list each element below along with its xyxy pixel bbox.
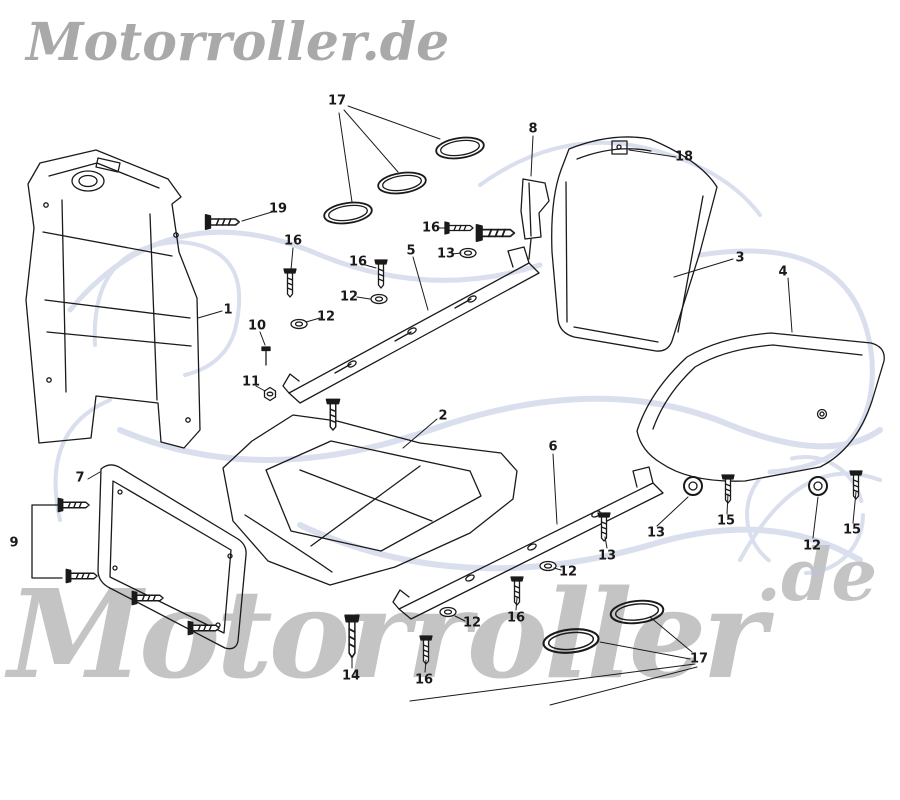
part-9-screw-group-bracket: [31, 504, 63, 579]
bolt-icon: [475, 224, 516, 242]
bolt-14-icon: [344, 614, 360, 659]
screw-9-icon: [57, 497, 90, 513]
washer-12-icon: [808, 476, 828, 496]
screw-16-icon: [444, 221, 474, 235]
part-8-bracket: [520, 178, 550, 260]
part-1-front-inner-panel: [25, 149, 201, 449]
washer-13-icon: [459, 247, 477, 259]
part-18-clip: [611, 140, 628, 155]
watermark-top-left: Motorroller.de: [26, 12, 450, 73]
part-2-floor-panel: [222, 414, 518, 586]
screw-19-icon: [204, 214, 240, 230]
washer-13-icon: [683, 476, 703, 496]
leader-lines: [87, 105, 857, 706]
part-17-rings-bottom: [541, 597, 666, 657]
screw-9-icon: [65, 568, 98, 584]
part-5-floor-rail-left: [282, 246, 540, 404]
washer-12-icon: [539, 560, 557, 572]
part-4-side-cover: [636, 332, 885, 482]
washer-12-icon: [290, 318, 308, 330]
watermark-bottom-de: .de: [756, 532, 878, 617]
stud-10-icon: [261, 346, 271, 366]
part-3-center-panel: [551, 136, 718, 352]
washer-12-icon: [370, 293, 388, 305]
screw-13-icon: [597, 512, 611, 542]
lid-screw-icon: [131, 590, 164, 606]
part-17-rings-top: [321, 133, 487, 228]
screw-16-icon: [283, 268, 297, 298]
part-7-access-lid: [97, 464, 247, 650]
scooter-sketch-watermark: [53, 140, 883, 575]
nut-11-icon: [263, 386, 277, 402]
washer-12-icon: [439, 606, 457, 618]
bolt-icon: [325, 398, 341, 431]
part-6-floor-rail-right: [392, 466, 664, 620]
